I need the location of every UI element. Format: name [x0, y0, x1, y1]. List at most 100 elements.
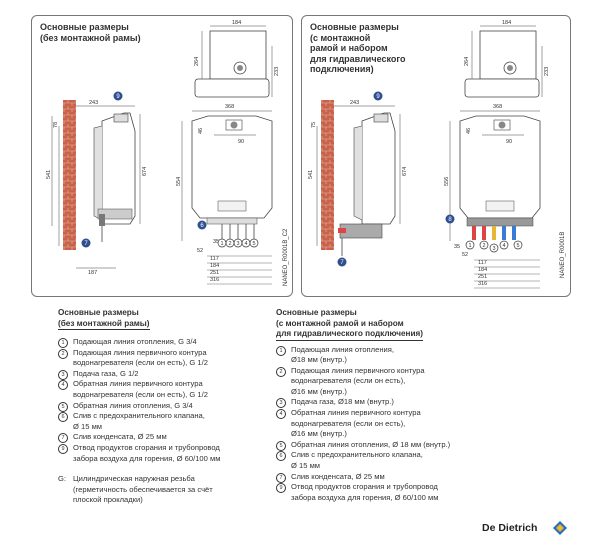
- marker-7: 7: [81, 238, 91, 248]
- legend-heading-line: (с монтажной рамой и набором: [276, 318, 404, 328]
- legend-text: Обратная линия отопления, G 3/4: [73, 400, 193, 410]
- panel-title-line: Основные размеры: [310, 22, 399, 32]
- legend-number: 4: [58, 380, 68, 391]
- legend-number: 5: [276, 440, 286, 451]
- panel-title-line: для гидравлического: [310, 53, 406, 64]
- legend-number: 1: [276, 345, 286, 356]
- dim-label: 541: [46, 170, 52, 179]
- dim-label: 90: [238, 139, 244, 145]
- legend-heading: Основные размеры (с монтажной рамой и на…: [276, 308, 486, 341]
- legend-text: забора воздуха для горения, Ø 60/100 мм: [73, 453, 221, 463]
- dim-label: 251: [478, 274, 487, 280]
- legend-text: Слив с предохранительного клапана,: [73, 411, 205, 421]
- dim-label: 52: [197, 248, 203, 254]
- boiler-drawing-right: 184 264 233 243 75 541 674: [308, 20, 566, 289]
- front-view: [449, 110, 541, 289]
- dim-label: 184: [210, 263, 219, 269]
- svg-text:9: 9: [116, 94, 120, 100]
- legend-text: Подающая линия отопления, G 3/4: [73, 337, 197, 346]
- dim-label: 316: [210, 277, 219, 283]
- dim-label: 316: [478, 281, 487, 287]
- note-text: Цилиндрическая наружная резьба: [73, 474, 195, 484]
- legend-item: 6 Слив с предохранительного клапана,Ø 15 …: [276, 450, 486, 471]
- legend-text: Слив с предохранительного клапана,: [291, 450, 423, 460]
- legend-number: 6: [58, 412, 68, 423]
- legend-number: 3: [276, 398, 286, 409]
- dim-label: 674: [402, 167, 408, 176]
- legend-text: водонагревателя (если он есть),: [291, 418, 406, 428]
- legend-text: Подающая линия первичного контура: [73, 347, 207, 357]
- legend-text: Отвод продуктов сгорания и трубопровод: [73, 442, 220, 452]
- legend-heading-line: (без монтажной рамы): [58, 319, 150, 330]
- legend-text: Ø16 мм (внутр.): [291, 386, 347, 396]
- marker-1: 1: [217, 238, 227, 248]
- marker-5: 5: [513, 240, 523, 250]
- dim-label: 184: [502, 20, 511, 26]
- dim-label: 243: [89, 100, 98, 106]
- dim-label: 556: [444, 177, 450, 186]
- dim-label: 52: [462, 252, 468, 258]
- legend-number: 2: [276, 366, 286, 377]
- brick-wall: [321, 100, 334, 250]
- dim-label: 78: [53, 122, 59, 128]
- panel-title-line: подключения): [310, 64, 374, 74]
- marker-9: 9: [373, 91, 383, 101]
- top-view: [194, 25, 273, 98]
- dim-label: 117: [210, 256, 219, 262]
- legend-text: Слив конденсата, Ø 25 мм: [73, 432, 167, 442]
- legend-item: 6 Слив с предохранительного клапана,Ø 15 …: [58, 411, 268, 432]
- legend-item: 7 Слив конденсата, Ø 25 мм: [58, 432, 268, 444]
- svg-text:2: 2: [228, 241, 231, 247]
- dim-label: 674: [142, 167, 148, 176]
- dim-label: 251: [210, 270, 219, 276]
- marker-1: 1: [465, 240, 475, 250]
- dim-label: 184: [232, 20, 241, 26]
- legend-text: Ø 15 мм: [73, 421, 103, 431]
- note-text: плоской прокладки): [73, 495, 143, 505]
- legend-text: Ø 15 мм: [291, 461, 321, 471]
- svg-text:5: 5: [252, 241, 255, 247]
- dim-label: 541: [308, 170, 314, 179]
- legend-number: 1: [58, 338, 68, 348]
- svg-text:7: 7: [340, 260, 344, 266]
- boiler-drawing-left: 184 264 233 243 78 541 674 187: [46, 20, 289, 286]
- dim-label: 46: [466, 128, 472, 134]
- panel-title-line: (без монтажной рамы): [40, 32, 141, 43]
- legend-note: G: Цилиндрическая наружная резьба (герме…: [58, 474, 268, 506]
- legend-number: 6: [276, 451, 286, 462]
- dim-label: 75: [311, 122, 317, 128]
- dim-label: 184: [478, 267, 487, 273]
- legend-text: водонагревателя (если он есть), G 1/2: [73, 389, 208, 399]
- dim-label: 368: [225, 104, 234, 110]
- legend-heading: Основные размеры (без монтажной рамы): [58, 308, 268, 330]
- note-key: G:: [58, 474, 67, 484]
- dim-label: 117: [478, 260, 487, 266]
- marker-4: 4: [499, 240, 509, 250]
- marker-3: 3: [233, 238, 243, 248]
- marker-5: 5: [249, 238, 259, 248]
- panel-title-line: (с монтажной: [310, 32, 371, 43]
- svg-text:6: 6: [200, 223, 204, 229]
- panel-title: Основные размеры (без монтажной рамы): [40, 22, 141, 43]
- legend-number: 7: [276, 472, 286, 483]
- svg-text:1: 1: [220, 241, 223, 247]
- legend-number: 7: [58, 433, 68, 444]
- legend-text: Ø16 мм (внутр.): [291, 429, 347, 439]
- legend-text: Подающая линия отопления,: [291, 344, 394, 354]
- svg-text:3: 3: [236, 241, 239, 247]
- legend-text: Подача газа, G 1/2: [73, 368, 139, 378]
- drawing-code: NANEO_R0001B_C2: [283, 228, 289, 286]
- svg-text:7: 7: [84, 241, 88, 247]
- marker-7: 7: [337, 257, 347, 267]
- legend-heading-line: для гидравлического подключения): [276, 329, 424, 341]
- diagram-panel-with-frame: Основные размеры (с монтажной рамой и на…: [301, 15, 571, 297]
- svg-text:4: 4: [502, 243, 505, 249]
- panel-title-line: рамой и набором: [310, 43, 388, 53]
